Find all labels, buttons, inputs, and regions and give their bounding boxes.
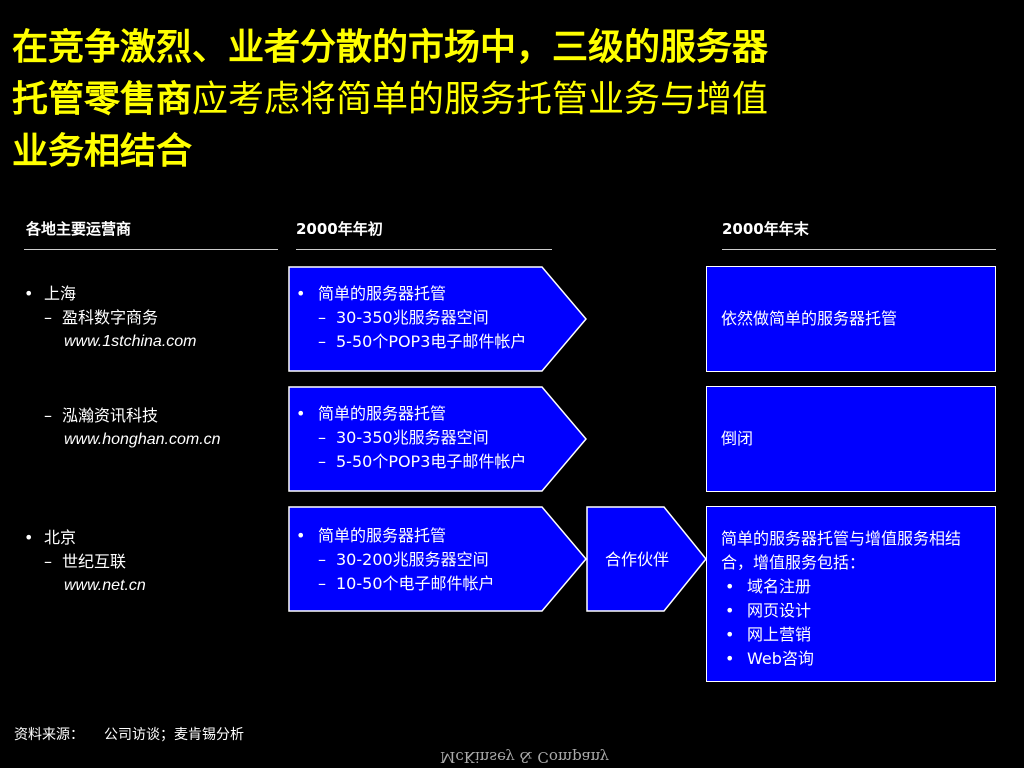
city-name: 上海	[44, 284, 77, 303]
operator-company: –盈科数字商务	[24, 306, 197, 330]
operator-url: www.net.cn	[64, 577, 146, 594]
operator-company: –世纪互联	[24, 550, 146, 574]
mckinsey-logo: McKinsey & Company	[440, 748, 609, 766]
operator-url: www.honghan.com.cn	[64, 431, 221, 448]
column-rule-operators	[24, 249, 278, 250]
column-header-operators: 各地主要运营商	[26, 220, 132, 238]
partner-chevron	[586, 506, 707, 612]
bullet-marker: •	[24, 284, 34, 303]
service-head: •简单的服务器托管	[296, 402, 526, 426]
dash-marker: –	[318, 452, 326, 471]
value-added-item: •网上营销	[721, 623, 981, 647]
dash-marker: –	[318, 550, 326, 569]
early-service-text-2: •简单的服务器托管 –30-350兆服务器空间 –5-50个POP3电子邮件帐户	[296, 402, 526, 474]
early-service-chevron-1	[288, 266, 587, 372]
source-note: 资料来源： 公司访谈；麦肯锡分析	[14, 724, 244, 744]
late-result-box-1: 依然做简单的服务器托管	[706, 266, 996, 372]
value-added-item: •Web咨询	[721, 647, 981, 671]
service-head: •简单的服务器托管	[296, 524, 495, 548]
bullet-marker: •	[296, 284, 306, 303]
source-label: 资料来源：	[14, 727, 84, 743]
title-line-3: 业务相结合	[12, 131, 193, 172]
column-rule-early-2000	[296, 249, 552, 250]
result-intro: 简单的服务器托管与增值服务相结合，增值服务包括：	[721, 529, 962, 572]
column-header-late-2000: 2000年年末	[722, 220, 809, 238]
service-detail: –30-350兆服务器空间	[296, 306, 526, 330]
company-name: 泓瀚资讯科技	[62, 406, 159, 425]
service-detail: –10-50个电子邮件帐户	[296, 572, 495, 596]
bullet-marker: •	[296, 404, 306, 423]
column-rule-late-2000	[722, 249, 996, 250]
late-result-box-2: 倒闭	[706, 386, 996, 492]
page-title: 在竞争激烈、业者分散的市场中，三级的服务器 托管零售商应考虑将简单的服务托管业务…	[12, 22, 1012, 178]
column-header-early-2000: 2000年年初	[296, 220, 383, 238]
bullet-marker: •	[725, 625, 735, 644]
value-added-item: •域名注册	[721, 575, 981, 599]
service-detail: –30-350兆服务器空间	[296, 426, 526, 450]
operator-group-shanghai: • 上海 –盈科数字商务 www.1stchina.com	[24, 282, 197, 354]
operator-city: • 北京	[24, 526, 146, 550]
value-added-item: •网页设计	[721, 599, 981, 623]
dash-marker: –	[318, 574, 326, 593]
late-result-box-3: 简单的服务器托管与增值服务相结合，增值服务包括： •域名注册 •网页设计 •网上…	[706, 506, 996, 682]
bullet-marker: •	[725, 577, 735, 596]
early-service-text-1: •简单的服务器托管 –30-350兆服务器空间 –5-50个POP3电子邮件帐户	[296, 282, 526, 354]
dash-marker: –	[318, 428, 326, 447]
early-service-chevron-3	[288, 506, 587, 612]
city-name: 北京	[44, 528, 77, 547]
bullet-marker: •	[24, 528, 34, 547]
service-detail: –5-50个POP3电子邮件帐户	[296, 330, 526, 354]
partner-label: 合作伙伴	[604, 550, 669, 569]
dash-marker: –	[318, 308, 326, 327]
result-text: 倒闭	[721, 429, 754, 448]
service-head: •简单的服务器托管	[296, 282, 526, 306]
operator-company: –泓瀚资讯科技	[24, 404, 221, 428]
result-text: 依然做简单的服务器托管	[721, 309, 898, 328]
title-line-2-normal: 应考虑将简单的服务托管业务与增值	[192, 79, 769, 120]
dash-marker: –	[44, 308, 52, 327]
bullet-marker: •	[296, 526, 306, 545]
bullet-marker: •	[725, 649, 735, 668]
early-service-text-3: •简单的服务器托管 –30-200兆服务器空间 –10-50个电子邮件帐户	[296, 524, 495, 596]
dash-marker: –	[318, 332, 326, 351]
operator-city: • 上海	[24, 282, 197, 306]
operator-group-honghan: –泓瀚资讯科技 www.honghan.com.cn	[24, 404, 221, 452]
operator-group-beijing: • 北京 –世纪互联 www.net.cn	[24, 526, 146, 598]
dash-marker: –	[44, 406, 52, 425]
title-line-1: 在竞争激烈、业者分散的市场中，三级的服务器	[12, 27, 769, 68]
company-name: 盈科数字商务	[62, 308, 159, 327]
title-line-2-bold: 托管零售商	[12, 79, 193, 120]
source-text: 公司访谈；麦肯锡分析	[104, 727, 244, 743]
company-name: 世纪互联	[62, 552, 127, 571]
service-detail: –5-50个POP3电子邮件帐户	[296, 450, 526, 474]
dash-marker: –	[44, 552, 52, 571]
service-detail: –30-200兆服务器空间	[296, 548, 495, 572]
operator-url: www.1stchina.com	[64, 333, 197, 350]
bullet-marker: •	[725, 601, 735, 620]
early-service-chevron-2	[288, 386, 587, 492]
